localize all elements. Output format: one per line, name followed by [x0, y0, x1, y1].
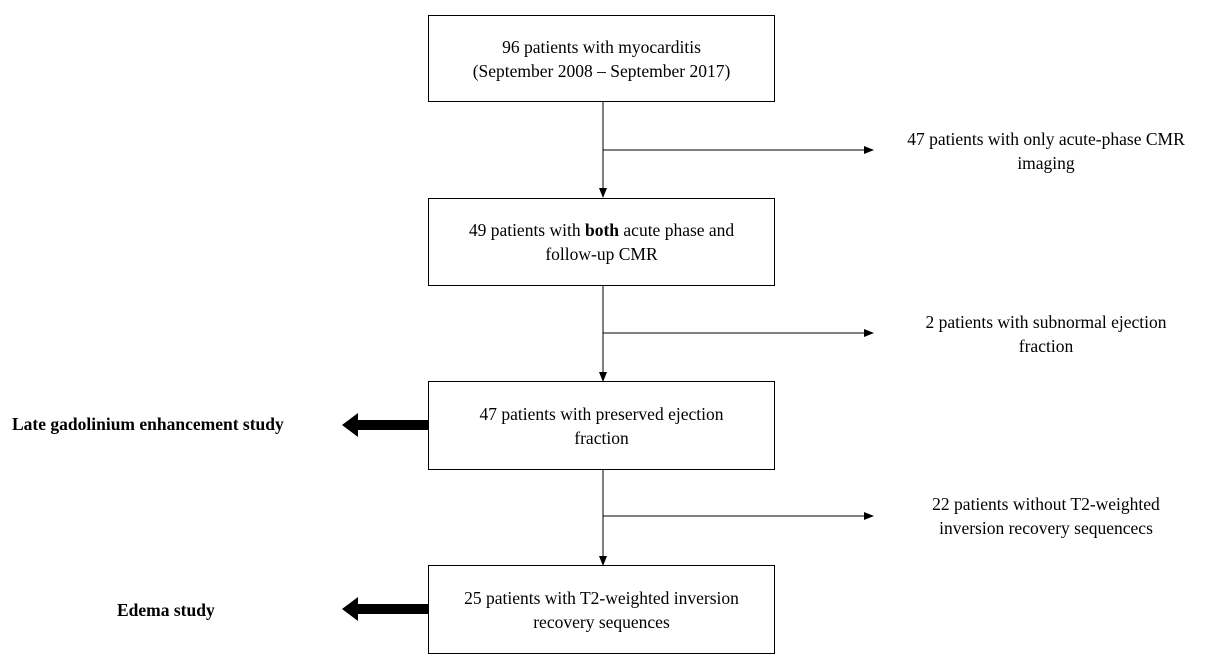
box-text-bold: both [584, 220, 620, 240]
exclusion-line: 22 patients without T2-weighted [932, 494, 1160, 514]
exclusion-line: 47 patients with only acute-phase CMR [907, 129, 1185, 149]
box-line: 25 patients with T2-weighted inversion [464, 587, 739, 608]
box-line: (September 2008 – September 2017) [472, 60, 731, 81]
box-text: 49 patients with [468, 220, 585, 240]
box-preserved-ef-patients: 47 patients with preserved ejection frac… [428, 381, 775, 470]
exclusion-line: imaging [1017, 153, 1075, 173]
box-line: follow-up CMR [545, 244, 658, 264]
study-label-lge: Late gadolinium enhancement study [12, 414, 284, 434]
box-line: fraction [574, 427, 629, 448]
box-line: 47 patients with preserved ejection [479, 403, 724, 424]
exclusion-line: inversion recovery sequencecs [939, 518, 1153, 538]
study-arrow-lge [342, 413, 428, 437]
box-line: 49 patients with both acute phase and [469, 218, 734, 242]
exclusion-subnormal-ef: 2 patients with subnormal ejection fract… [880, 310, 1212, 358]
box-text: acute phase and [619, 220, 735, 240]
exclusion-no-t2: 22 patients without T2-weighted inversio… [880, 492, 1212, 540]
box-t2-patients: 25 patients with T2-weighted inversion r… [428, 565, 775, 654]
exclusion-line: 2 patients with subnormal ejection [925, 312, 1167, 332]
exclusion-line: fraction [1018, 336, 1074, 356]
box-line: 96 patients with myocarditis [502, 36, 701, 57]
study-arrow-edema [342, 597, 428, 621]
box-myocarditis-patients: 96 patients with myocarditis (September … [428, 15, 775, 102]
box-line: recovery sequences [533, 611, 670, 632]
exclusion-acute-only: 47 patients with only acute-phase CMR im… [880, 127, 1212, 175]
box-followup-patients: 49 patients with both acute phase and fo… [428, 198, 775, 286]
study-label-edema: Edema study [117, 600, 215, 620]
